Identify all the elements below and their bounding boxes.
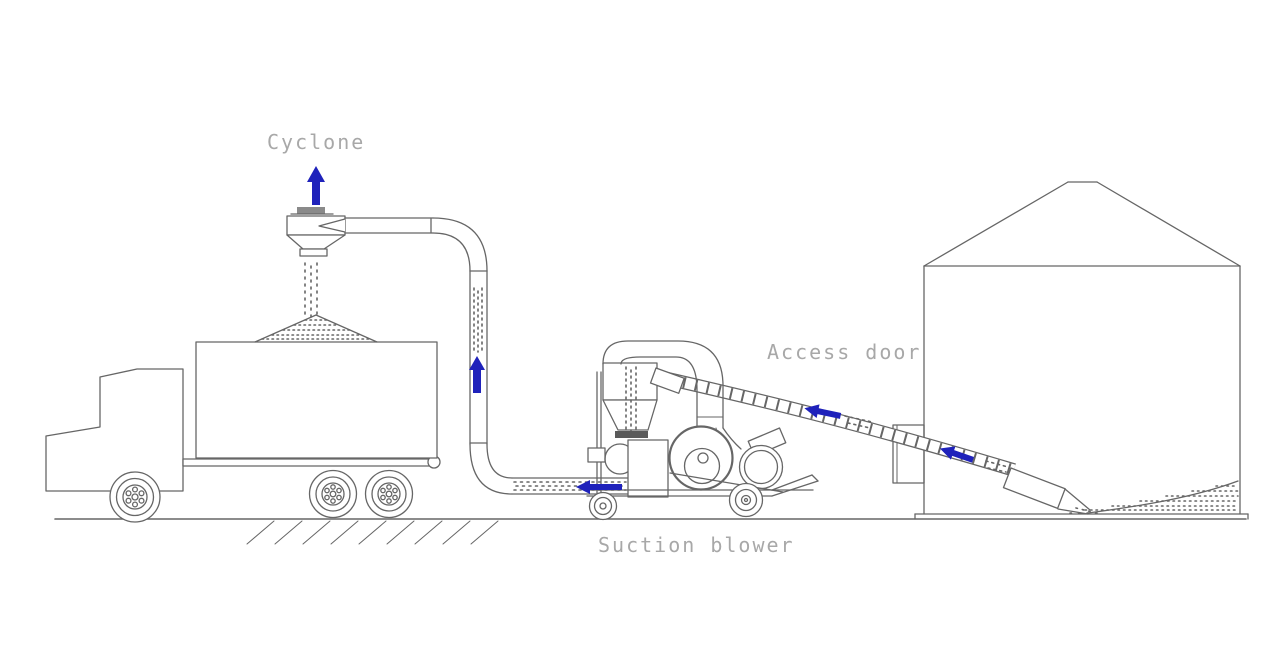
trailer-wheel: [728, 482, 764, 518]
cyclone-outlet: [299, 248, 328, 257]
truck-chassis: [182, 458, 431, 467]
truck-box: [195, 341, 438, 459]
grain-stipple: [261, 319, 371, 340]
riser-pipe-arrow: [469, 356, 485, 393]
jack-wheel: [588, 491, 618, 521]
receiver-hopper: [602, 362, 658, 401]
blower-discharge-arrow: [576, 480, 622, 494]
engine: [738, 444, 784, 490]
truck-rear-wheel-1: [308, 469, 358, 519]
base-plate: [669, 472, 784, 493]
truck-cab: [45, 368, 184, 492]
label-access-door: Access door: [767, 340, 921, 364]
labels: Cyclone Access door Suction blower: [267, 130, 921, 557]
silo-grain-pile: [1069, 480, 1239, 514]
blower-hub: [697, 452, 709, 464]
flow-arrows: [307, 166, 974, 494]
discharge-box: [627, 439, 669, 498]
grain-stipple: [1069, 485, 1239, 514]
cyclone-inlet-vortex: [318, 218, 346, 233]
truck-rear-wheel-2: [364, 469, 414, 519]
falling-grain-dots: [304, 262, 318, 320]
cyclone-exhaust-arrow: [307, 166, 325, 205]
hose-connector-stub: [649, 367, 685, 394]
cyclone-cap: [297, 207, 325, 214]
hose-flow-arrow-inner: [939, 446, 974, 463]
ground: [54, 513, 1249, 545]
jack-bracket: [587, 447, 606, 463]
truck: [45, 314, 441, 523]
grain-silo: [892, 181, 1241, 515]
blower-fan-inner: [683, 447, 721, 485]
cyclone-separator: [286, 207, 346, 320]
silo-roof: [923, 181, 1241, 267]
cyclone-cone: [286, 234, 346, 250]
silo-foundation: [914, 513, 1249, 520]
truck-front-wheel: [109, 471, 161, 523]
ground-hatching: [246, 520, 499, 545]
suction-blower-unit: [586, 340, 819, 521]
hopper-material-dots: [625, 366, 637, 438]
hose-material-dots: [844, 415, 1093, 513]
label-cyclone: Cyclone: [267, 130, 365, 154]
airlock-flange: [615, 431, 648, 438]
hose-flow-arrow-outer: [804, 404, 842, 419]
receiver-cone: [602, 399, 658, 431]
blower-top-pipe: [602, 340, 724, 429]
label-suction-blower: Suction blower: [598, 533, 795, 557]
truck-grain-load: [254, 314, 378, 343]
riser-material-dots: [473, 287, 483, 355]
suction-nozzle: [1002, 467, 1091, 515]
